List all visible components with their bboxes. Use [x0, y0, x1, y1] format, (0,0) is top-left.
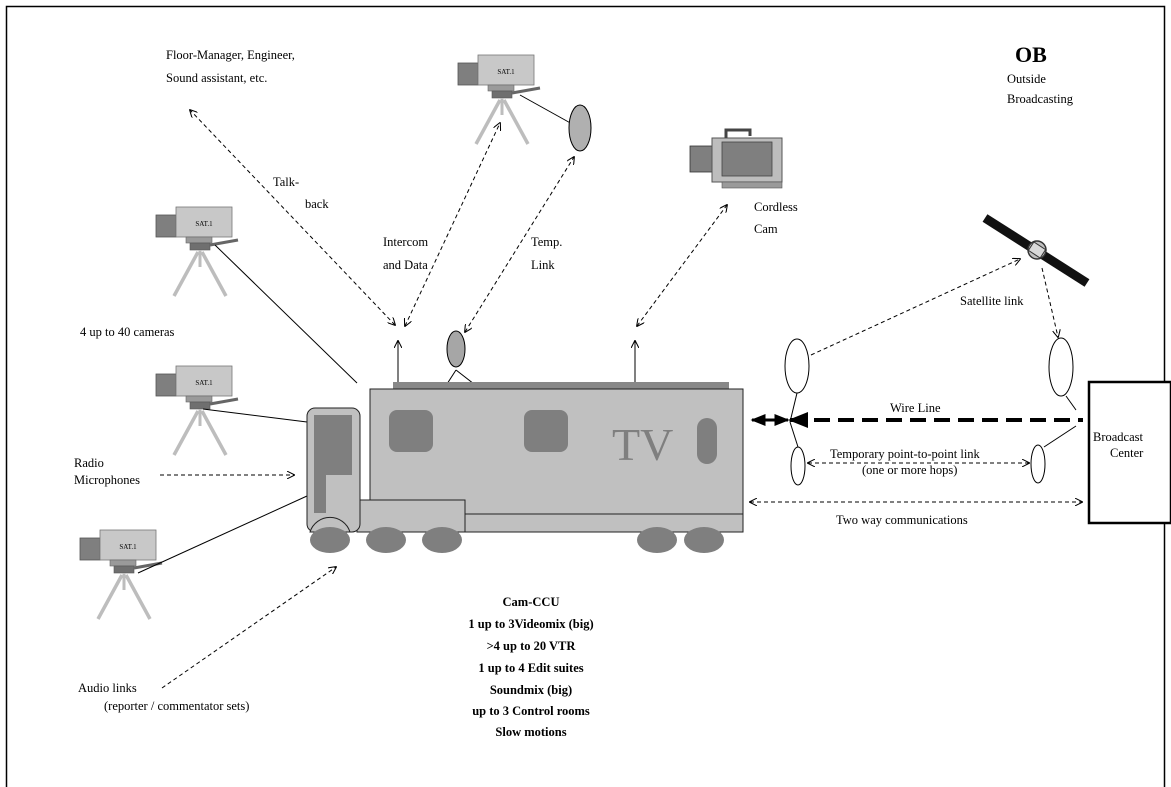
label-temp-p2p-2: (one or more hops): [862, 463, 957, 477]
title-sub-line2: Broadcasting: [1007, 92, 1074, 106]
title: OB: [1015, 42, 1047, 67]
wheel: [310, 527, 350, 553]
label-temp-link-1: Temp.: [531, 235, 562, 249]
label-talkback-1: Talk-: [273, 175, 299, 189]
cordless-camera-icon: [689, 128, 783, 189]
equipment-item: Cam-CCU: [503, 595, 560, 609]
equipment-list: Cam-CCU 1 up to 3Videomix (big) >4 up to…: [468, 595, 593, 739]
equipment-item: Soundmix (big): [490, 683, 572, 697]
downlink-antenna-icon: [1048, 337, 1074, 397]
equipment-item: up to 3 Control rooms: [472, 704, 590, 718]
audio-links-arrow: [161, 567, 336, 689]
label-two-way: Two way communications: [836, 513, 968, 527]
tripod-camera-top-icon: SAT.1: [456, 53, 542, 146]
cordless-arrow: [637, 205, 727, 326]
wheel: [684, 527, 724, 553]
p2p-antenna-left-icon: [790, 446, 806, 486]
intercom-arrow: [405, 123, 500, 326]
tripod-camera-left-1-icon: SAT.1: [154, 205, 240, 298]
satellite-downlink-arrow: [1041, 267, 1058, 337]
link-antenna-top-icon: [568, 104, 592, 152]
wheel: [366, 527, 406, 553]
talkback-arrow: [190, 110, 395, 325]
truck-logo: TV: [612, 419, 673, 470]
label-intercom-2: and Data: [383, 258, 428, 272]
equipment-item: 1 up to 3Videomix (big): [468, 617, 593, 631]
tripod-camera-left-3-icon: SAT.1: [78, 528, 164, 621]
label-temp-p2p-1: Temporary point-to-point link: [830, 447, 981, 461]
wheel: [637, 527, 677, 553]
satellite-uplink-arrow: [810, 259, 1020, 356]
svg-text:SAT.1: SAT.1: [119, 543, 137, 551]
equipment-item: Slow motions: [495, 725, 566, 739]
equipment-item: 1 up to 4 Edit suites: [478, 661, 583, 675]
label-radio-mics-2: Microphones: [74, 473, 140, 487]
broadcast-center-label-1: Broadcast: [1093, 430, 1144, 444]
label-wire-line: Wire Line: [890, 401, 941, 415]
label-cameras: 4 up to 40 cameras: [80, 325, 175, 339]
label-audio-links-2: (reporter / commentator sets): [104, 699, 249, 713]
label-cordless-cam-2: Cam: [754, 222, 778, 236]
broadcast-center-label-2: Center: [1110, 446, 1144, 460]
uplink-antenna-icon: [784, 338, 810, 394]
label-temp-link-2: Link: [531, 258, 555, 272]
ob-truck: TV: [306, 382, 744, 553]
roof-antenna-icon: [446, 330, 466, 368]
svg-text:SAT.1: SAT.1: [195, 379, 213, 387]
broadcast-center-box: [1087, 380, 1171, 525]
svg-text:SAT.1: SAT.1: [195, 220, 213, 228]
equipment-item: >4 up to 20 VTR: [487, 639, 577, 653]
label-intercom-1: Intercom: [383, 235, 428, 249]
label-cordless-cam-1: Cordless: [754, 200, 798, 214]
wheel: [422, 527, 462, 553]
label-audio-links-1: Audio links: [78, 681, 137, 695]
svg-text:SAT.1: SAT.1: [497, 68, 515, 76]
satellite-icon: [982, 214, 1090, 287]
label-radio-mics-1: Radio: [74, 456, 104, 470]
label-floor-manager-2: Sound assistant, etc.: [166, 71, 267, 85]
label-satellite-link: Satellite link: [960, 294, 1024, 308]
label-floor-manager-1: Floor-Manager, Engineer,: [166, 48, 295, 62]
tripod-camera-left-2-icon: SAT.1: [154, 364, 240, 457]
temp-link-arrow: [465, 157, 574, 332]
title-sub-line1: Outside: [1007, 72, 1046, 86]
label-talkback-2: back: [305, 197, 329, 211]
p2p-antenna-right-icon: [1030, 444, 1046, 484]
